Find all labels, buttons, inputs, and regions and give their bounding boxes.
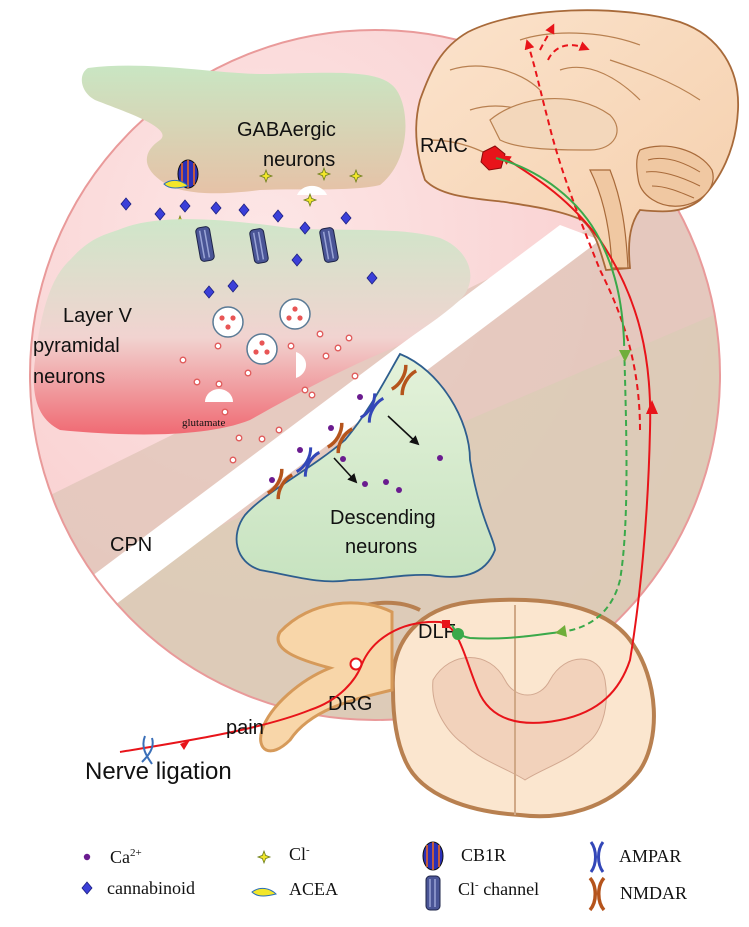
cl-legend-icon <box>256 849 272 865</box>
legend-ca: Ca2+ <box>83 847 142 867</box>
brainstem <box>589 169 629 269</box>
legend-cl-channel: Cl- channel <box>425 875 539 911</box>
cl-legend-label: Cl <box>289 844 306 864</box>
synaptic-vesicle-release <box>297 185 327 195</box>
nmdar-legend-icon <box>588 876 606 912</box>
ascending-arrowhead <box>646 400 658 414</box>
pain-label: pain <box>226 717 264 739</box>
svg-text:Ca2+: Ca2+ <box>110 847 142 867</box>
acea-ligand <box>163 179 189 189</box>
legend-ampar: AMPAR <box>589 841 681 873</box>
cl-legend-sup: - <box>306 844 310 856</box>
nmdar-legend-label: NMDAR <box>620 883 687 903</box>
glutamate-vesicles <box>212 298 311 365</box>
ampar-receptors <box>295 393 385 477</box>
layer-v-pyramidal-neuron <box>33 219 471 435</box>
nerve-ligation-knot <box>141 735 154 765</box>
dlf-label: DLF <box>418 621 456 643</box>
ascending-dashed-pathway <box>524 23 641 431</box>
svg-text:Cl-: Cl- <box>289 844 310 864</box>
cannabinoid-legend-icon <box>81 881 93 895</box>
layer-label-1: Layer V <box>63 305 133 327</box>
legend-acea: ACEA <box>251 879 338 899</box>
descending-neuron <box>235 352 496 583</box>
ascending-pain-pathway <box>119 155 658 753</box>
cl-channel-legend-label: Cl <box>458 879 475 899</box>
ca-legend-label: Ca <box>110 847 130 867</box>
acea-legend-icon <box>251 887 277 897</box>
pain-arrowhead <box>180 740 190 750</box>
legend-cb1r: CB1R <box>422 841 506 871</box>
cannabinoid-legend-label: cannabinoid <box>107 878 195 898</box>
gaba-label-1: GABAergic <box>237 119 336 141</box>
cl-channels <box>195 226 339 264</box>
calcium-influx-arrows <box>333 415 420 484</box>
corpus-callosum <box>489 98 618 151</box>
cpn-label: CPN <box>110 534 152 556</box>
cannabinoid-molecules <box>120 197 378 299</box>
dorsal-horn-synapse <box>442 620 450 628</box>
legend-cannabinoid: cannabinoid <box>81 878 195 898</box>
cb1r-receptor <box>163 159 199 189</box>
cl-channel-legend-icon <box>425 875 441 911</box>
acea-legend-label: ACEA <box>289 879 338 899</box>
glutamate-molecules <box>179 330 359 464</box>
brain <box>415 9 739 271</box>
raic-label: RAIC <box>420 135 468 157</box>
ca-legend-sup: 2+ <box>130 847 142 859</box>
ampar-legend-icon <box>589 841 605 873</box>
spinal-cord <box>348 597 656 819</box>
nmdar-receptors <box>266 364 418 500</box>
legend-nmdar: NMDAR <box>588 876 687 912</box>
nerve-ligation-label: Nerve ligation <box>85 758 232 785</box>
legend: Ca2+ cannabinoid Cl- ACEA CB1R Cl- <box>81 841 687 912</box>
dlf-terminal <box>452 628 464 640</box>
ampar-legend-label: AMPAR <box>619 846 681 866</box>
layer-label-2: pyramidal <box>33 335 120 357</box>
layer-label-3: neurons <box>33 366 105 388</box>
cb1r-legend-label: CB1R <box>461 845 506 865</box>
desc-label-1: Descending <box>330 507 436 529</box>
glutamate-label: glutamate <box>182 417 225 429</box>
cerebellum <box>636 145 714 207</box>
gaba-label-2: neurons <box>263 149 335 171</box>
cl-channel-legend-sup: - <box>475 879 479 891</box>
drg-ganglion <box>259 601 394 753</box>
gabaergic-neuron <box>81 65 406 195</box>
drg-label: DRG <box>328 693 372 715</box>
calcium-ions <box>269 394 443 493</box>
cl-channel-legend-rest: channel <box>479 879 539 899</box>
desc-label-2: neurons <box>345 536 417 558</box>
raic-region <box>480 145 506 171</box>
svg-text:Cl- channel: Cl- channel <box>458 879 539 899</box>
ca-legend-icon <box>83 853 91 861</box>
cb1r-legend-icon <box>422 841 444 871</box>
legend-cl: Cl- <box>256 844 310 865</box>
